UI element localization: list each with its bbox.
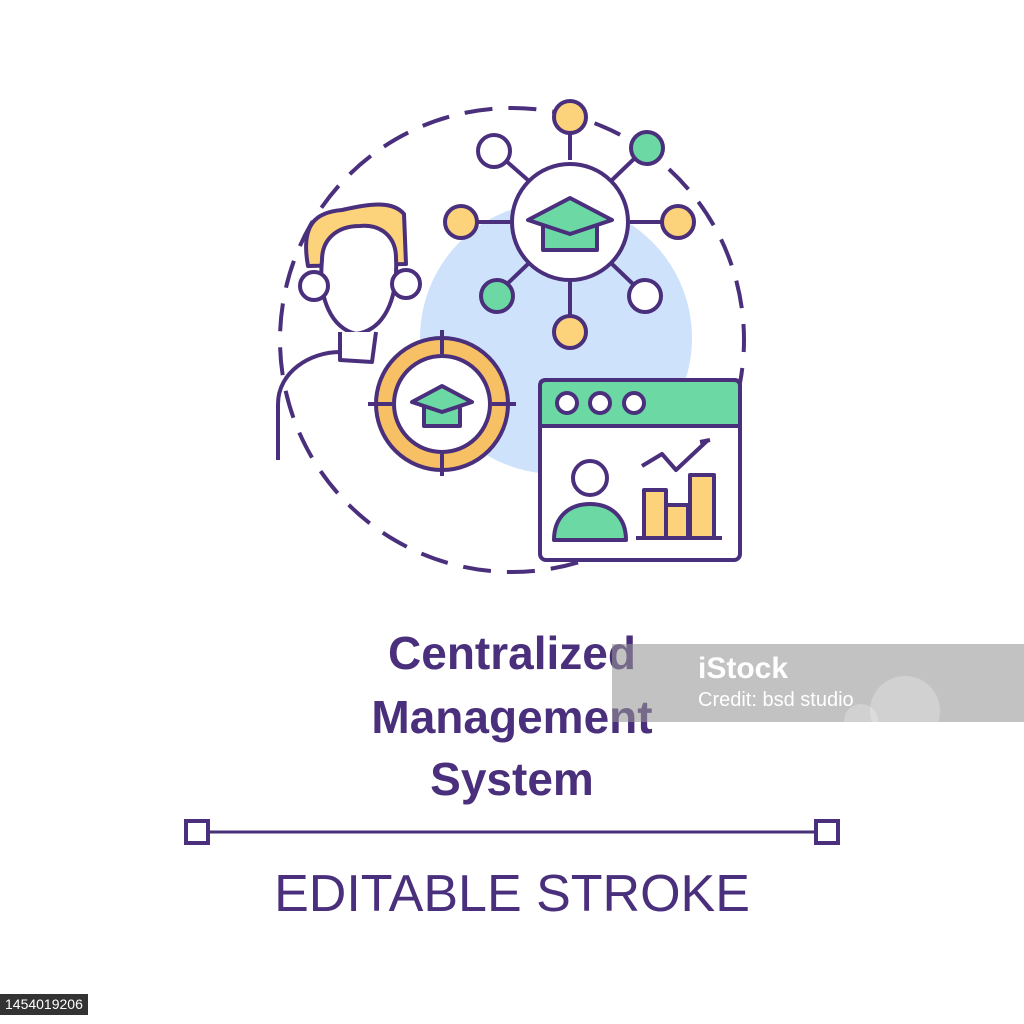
stroke-demo-line — [184, 819, 840, 845]
watermark-credit: Credit: bsd studio — [698, 689, 854, 711]
graduation-cap-icon — [526, 196, 614, 252]
watermark-logo: iStock — [698, 652, 789, 685]
bar-chart-icon — [636, 473, 722, 540]
concept-illustration — [276, 99, 746, 574]
title-line-3: System — [430, 753, 594, 805]
title-line-2: Management — [371, 691, 653, 743]
title-line-1: Centralized — [388, 627, 636, 679]
network-icon — [443, 99, 696, 350]
watermark-banner: iStock Credit: bsd studio — [612, 644, 1024, 722]
image-id-badge: 1454019206 — [0, 994, 88, 1015]
stroke-handle-right — [814, 819, 840, 845]
watermark-circle-large — [870, 676, 940, 722]
watermark-circle-small — [844, 704, 878, 722]
person-icon — [276, 202, 422, 460]
editable-stroke-label: EDITABLE STROKE — [274, 865, 750, 923]
graduation-cap-small-icon — [410, 384, 474, 428]
stroke-handle-left — [184, 819, 210, 845]
